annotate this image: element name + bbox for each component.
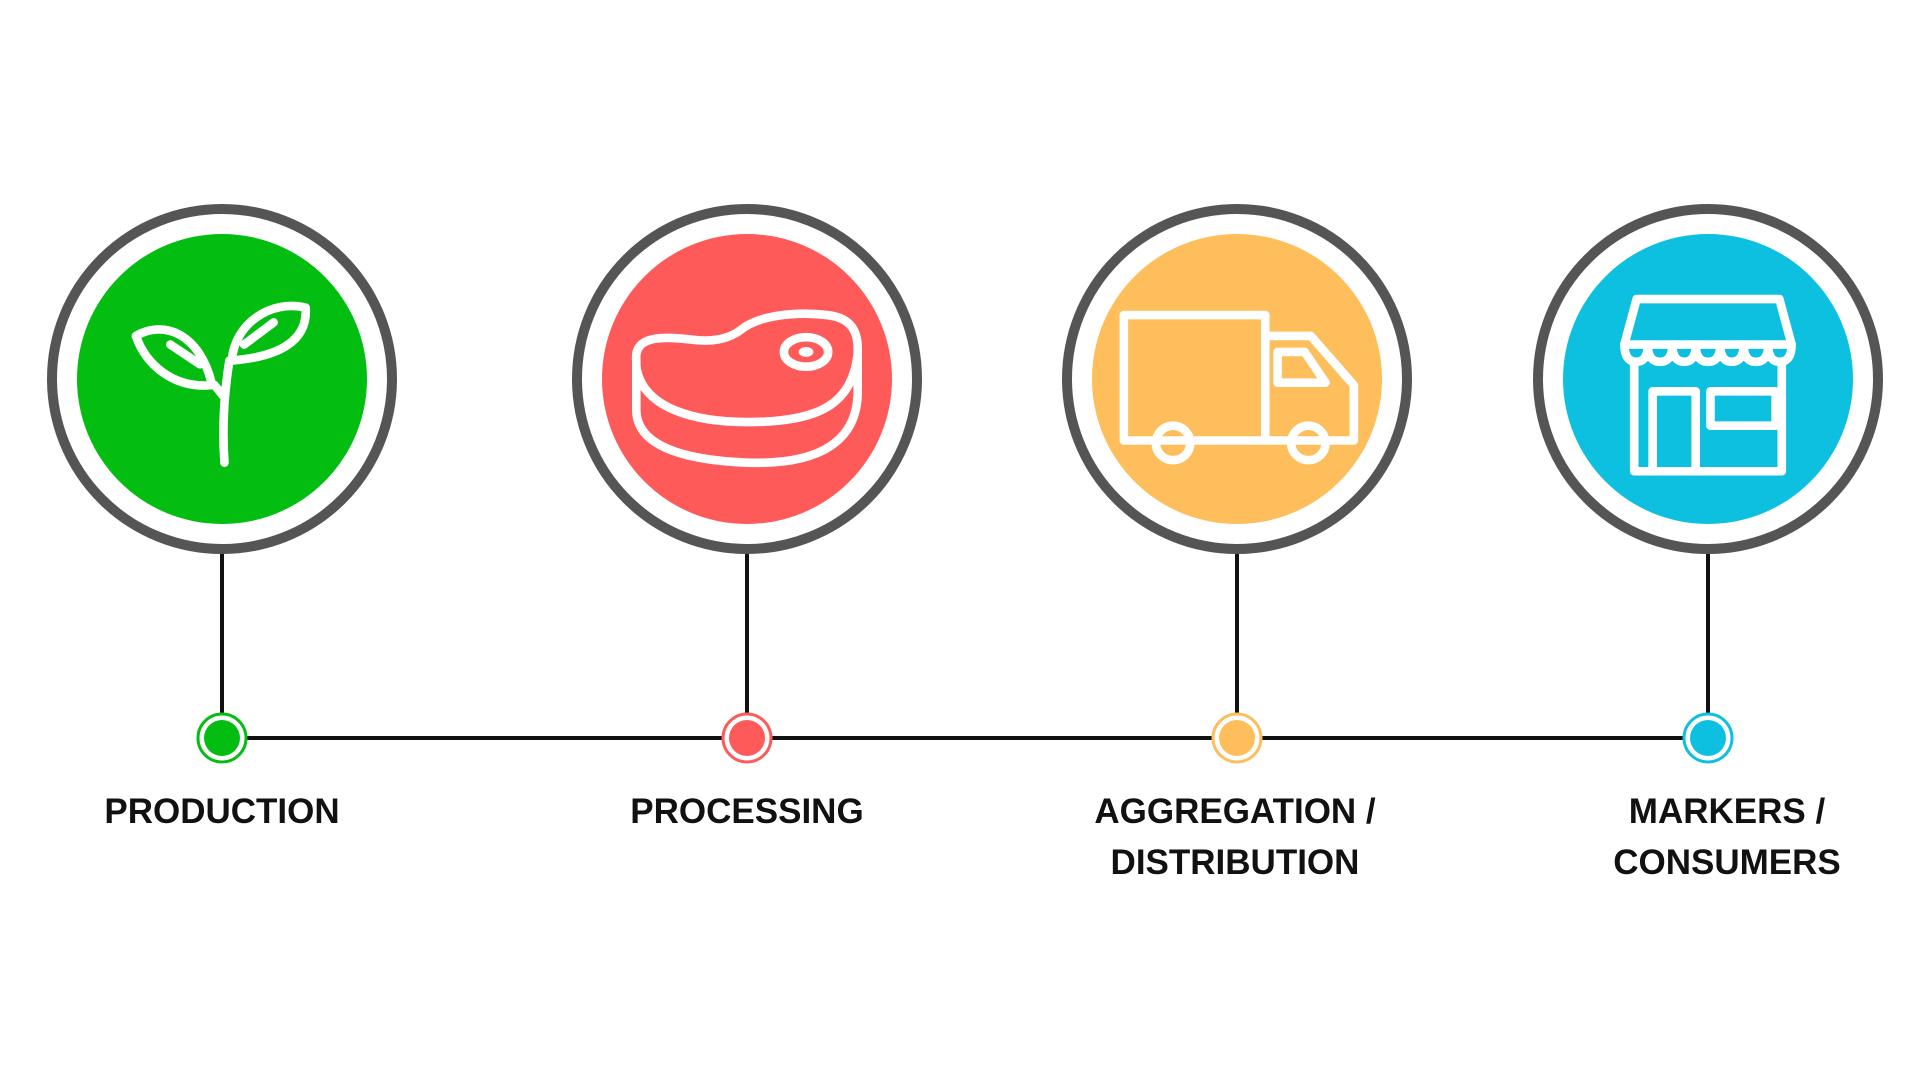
delivery-truck-icon [1119,310,1359,465]
stage-production [47,204,397,764]
label-line: DISTRIBUTION [1110,843,1360,882]
node-fill [1219,720,1255,756]
node-fill [204,720,240,756]
sprout-icon [131,301,310,467]
label-line: AGGREGATION / [1094,792,1376,831]
label-line: MARKERS / [1628,792,1826,831]
storefront-icon [1620,294,1796,476]
stage-distribution [1062,204,1412,764]
stage-label-processing: PROCESSING [547,786,947,837]
node-fill [1690,720,1726,756]
badge [77,234,367,524]
badge [1092,234,1382,524]
badge [1563,234,1853,524]
label-line: PRODUCTION [104,792,340,831]
stage-label-production: PRODUCTION [22,786,422,837]
meat-steak-icon [631,309,863,468]
label-line: PROCESSING [630,792,864,831]
stage-processing [572,204,922,764]
node-fill [729,720,765,756]
label-line: CONSUMERS [1613,843,1841,882]
stage-consumers [1533,204,1883,764]
stage-label-distribution: AGGREGATION / DISTRIBUTION [1035,786,1435,888]
stage-label-consumers: MARKERS / CONSUMERS [1527,786,1920,888]
